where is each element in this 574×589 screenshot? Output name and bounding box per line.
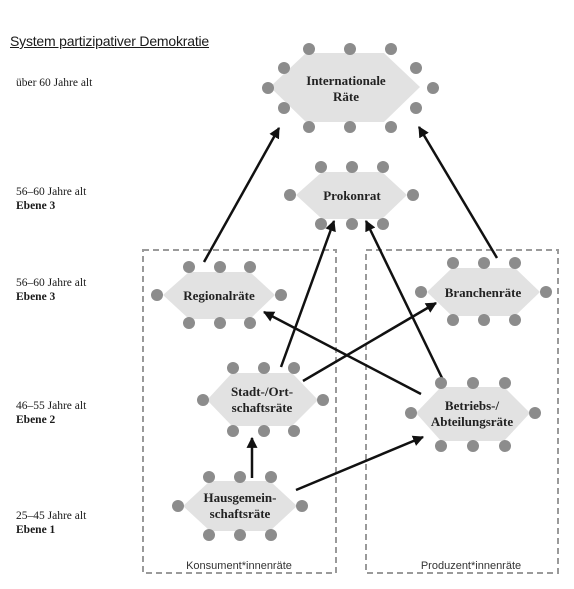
konsument-group-box [142, 249, 337, 574]
age-label-level1: 25–45 Jahre alt Ebene 1 [16, 509, 86, 537]
node-prokonrat: Prokonrat [284, 161, 419, 230]
node-label-line2: Räte [333, 89, 359, 104]
level-text: Ebene 3 [16, 291, 56, 303]
level-text: Ebene 3 [16, 200, 56, 212]
arrow-branchen-to-international [417, 126, 499, 259]
arrow-haus-to-betriebs [295, 435, 425, 492]
node-betriebs: Betriebs-/ Abteilungsräte [405, 377, 541, 452]
node-label-line2: Abteilungsräte [431, 414, 514, 429]
level-text: Ebene 1 [16, 524, 56, 536]
level-text: Ebene 2 [16, 414, 56, 426]
node-label-line1: Betriebs-/ [445, 398, 500, 413]
arrow-stadt-to-prokonrat [279, 219, 336, 368]
age-text: 25–45 Jahre alt [16, 510, 87, 522]
node-stadt: Stadt-/Ort- schaftsräte [197, 362, 329, 437]
arrow-betriebs-to-prokonrat [364, 220, 445, 381]
node-international: Internationale Räte [262, 43, 439, 133]
arrow-regional-to-international [202, 127, 281, 263]
konsument-group-label: Konsument*innenräte [186, 560, 292, 572]
node-label-line1: Stadt-/Ort- [231, 384, 293, 399]
age-label-level3: 56–60 Jahre alt Ebene 3 [16, 276, 86, 304]
node-label-line1: Branchenräte [445, 285, 522, 300]
node-label-line1: Hausgemein- [204, 490, 277, 505]
age-text: 46–55 Jahre alt [16, 400, 87, 412]
node-haus: Hausgemein- schaftsräte [172, 471, 308, 541]
age-text: über 60 Jahre alt [16, 77, 93, 89]
node-branchen: Branchenräte [415, 257, 552, 326]
produzent-group-label: Produzent*innenräte [421, 560, 521, 572]
node-label-line1: Internationale [306, 73, 386, 88]
age-label-international: über 60 Jahre alt [16, 76, 92, 90]
node-label-line1: Prokonrat [323, 188, 381, 203]
age-text: 56–60 Jahre alt [16, 277, 87, 289]
age-label-prokonrat: 56–60 Jahre alt Ebene 3 [16, 185, 86, 213]
node-label-line2: schaftsräte [210, 506, 271, 521]
page-title: System partizipativer Demokratie [10, 33, 209, 49]
arrow-betriebs-to-regional [263, 310, 422, 396]
produzent-group-box [365, 249, 559, 574]
node-label-line2: schaftsräte [232, 400, 293, 415]
age-text: 56–60 Jahre alt [16, 186, 87, 198]
node-regional: Regionalräte [151, 261, 287, 329]
arrow-stadt-to-branchen [302, 301, 437, 383]
node-label-line1: Regionalräte [183, 288, 255, 303]
age-label-level2: 46–55 Jahre alt Ebene 2 [16, 399, 86, 427]
